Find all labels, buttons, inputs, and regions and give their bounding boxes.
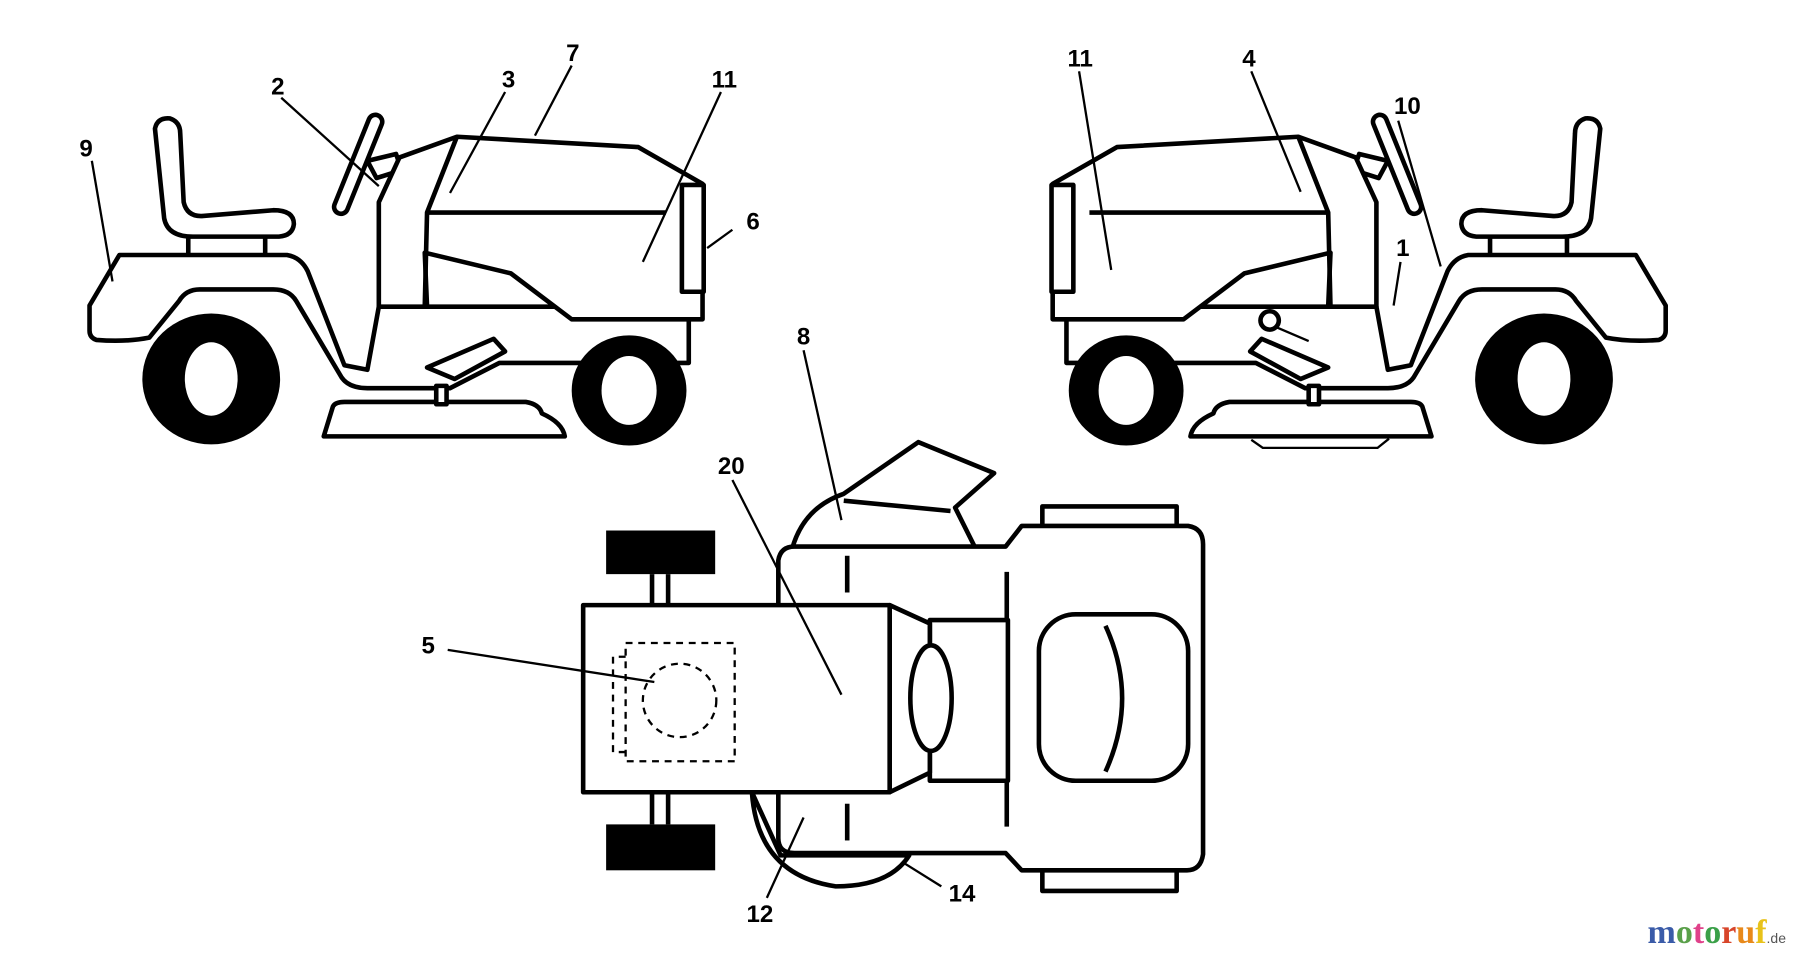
callout-labels: 2 3 7 11 6 9 11 4 10 1 8 20 5 12 14 bbox=[79, 40, 1420, 928]
label-10: 10 bbox=[1394, 93, 1421, 120]
label-11: 11 bbox=[1067, 46, 1092, 73]
label-8: 8 bbox=[797, 324, 810, 351]
rear-wheel bbox=[606, 824, 716, 871]
label-2: 2 bbox=[271, 73, 284, 100]
leader-lines bbox=[90, 65, 1442, 899]
label-1: 1 bbox=[1396, 235, 1409, 262]
grass-bag bbox=[749, 789, 912, 889]
label-20: 20 bbox=[718, 453, 745, 480]
mower-deck bbox=[321, 399, 568, 439]
label-7: 7 bbox=[566, 40, 579, 67]
hood bbox=[1036, 612, 1191, 784]
seat bbox=[152, 116, 297, 239]
label-9: 9 bbox=[79, 135, 92, 162]
seat-area bbox=[580, 602, 892, 795]
discharge-chute bbox=[789, 439, 997, 552]
ignition-key-icon bbox=[1258, 308, 1310, 343]
steering-wheel bbox=[908, 643, 954, 754]
label-5: 5 bbox=[421, 632, 434, 659]
label-3: 3 bbox=[502, 66, 515, 93]
logo-suffix: .de bbox=[1766, 930, 1786, 946]
label-11: 11 bbox=[712, 66, 737, 93]
tractor-top-view bbox=[580, 439, 1206, 894]
label-4: 4 bbox=[1242, 46, 1256, 73]
label-12: 12 bbox=[747, 901, 774, 928]
grille bbox=[679, 182, 706, 295]
label-6: 6 bbox=[746, 209, 759, 236]
tractor-left-side-view bbox=[87, 112, 706, 446]
label-14: 14 bbox=[949, 880, 976, 907]
tractor-right-side-view bbox=[1052, 113, 1666, 446]
rear-wheel bbox=[606, 530, 716, 575]
motoruf-logo: motoruf.de bbox=[1647, 914, 1786, 951]
rear-fender bbox=[87, 252, 692, 391]
